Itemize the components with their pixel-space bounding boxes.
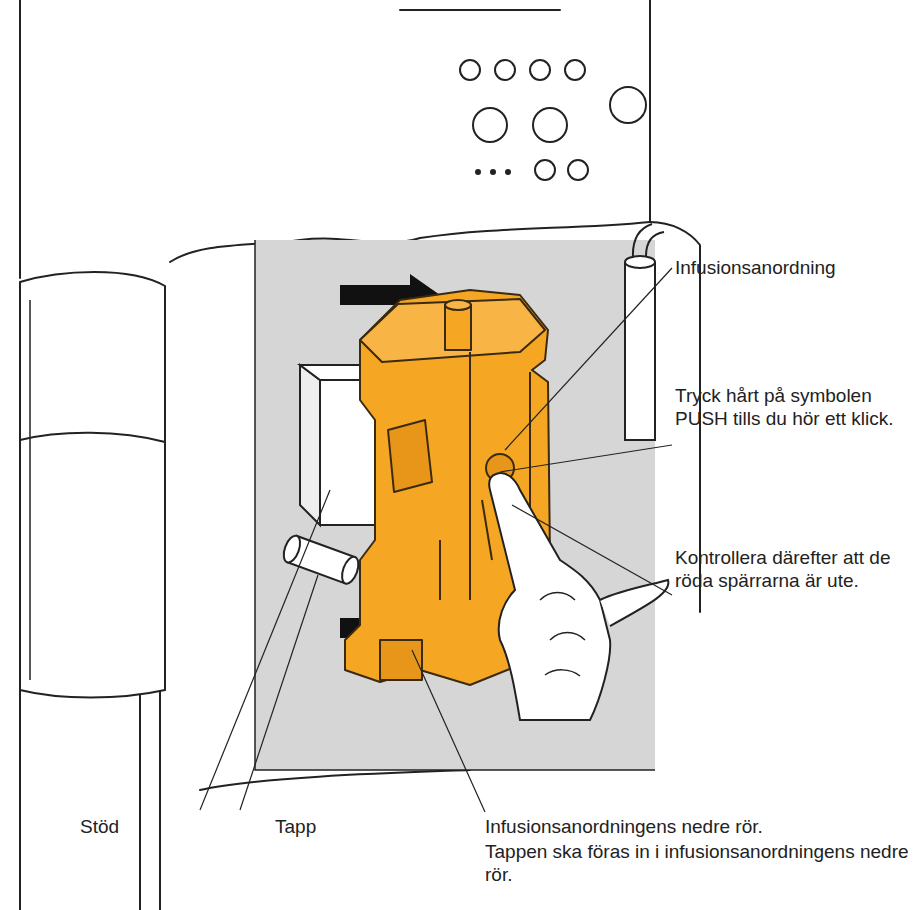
panel-dot [505, 169, 511, 175]
machine-outline [19, 690, 21, 910]
brew-unit-cylinder [445, 300, 471, 310]
leader-line [505, 268, 672, 450]
water-tank [20, 433, 165, 442]
leader-line [500, 445, 672, 472]
panel-dot [490, 169, 496, 175]
panel-button [530, 60, 550, 80]
machine-outline [19, 0, 21, 278]
brew-unit-lever [388, 420, 432, 492]
steam-pipe [625, 256, 655, 268]
leader-line [240, 575, 318, 810]
callout-label: Kontrollera därefter att de röda spärrar… [675, 546, 913, 592]
callout-label: Tryck hårt på symbolen PUSH tills du hör… [675, 384, 900, 430]
brew-unit-cylinder [445, 305, 471, 350]
brew-unit-top [360, 299, 545, 362]
pin [339, 555, 362, 586]
steam-pipe [625, 262, 655, 440]
panel-button [473, 108, 507, 142]
water-tank [29, 300, 31, 680]
leader-line [412, 650, 485, 812]
machine-outline [200, 770, 470, 790]
callout-label: Tapp [275, 815, 375, 838]
support-block [300, 365, 320, 525]
brew-unit-tube [380, 640, 422, 680]
panel-button [495, 60, 515, 80]
panel-button [568, 160, 588, 180]
pin [281, 534, 304, 565]
panel-button [533, 108, 567, 142]
callout-label: Infusionsanordningens nedre rör. [485, 815, 910, 838]
callout-label: Stöd [80, 815, 180, 838]
panel-button [610, 87, 646, 123]
panel-button [460, 60, 480, 80]
leader-line [512, 505, 672, 595]
steam-pipe [633, 224, 664, 258]
water-tank [20, 272, 165, 698]
callout-label: Infusionsanordning [675, 256, 910, 279]
panel-button [535, 160, 555, 180]
leader-line [200, 490, 330, 810]
callout-label: Tappen ska föras in i infusionsanordning… [485, 840, 910, 886]
machine-outline [400, 9, 560, 11]
panel-dot [475, 169, 481, 175]
recess-edge [255, 240, 655, 770]
machine-outline [649, 0, 651, 222]
hand [489, 473, 610, 720]
brew-recess [255, 240, 655, 770]
hand-detail [540, 593, 585, 677]
panel-button [565, 60, 585, 80]
